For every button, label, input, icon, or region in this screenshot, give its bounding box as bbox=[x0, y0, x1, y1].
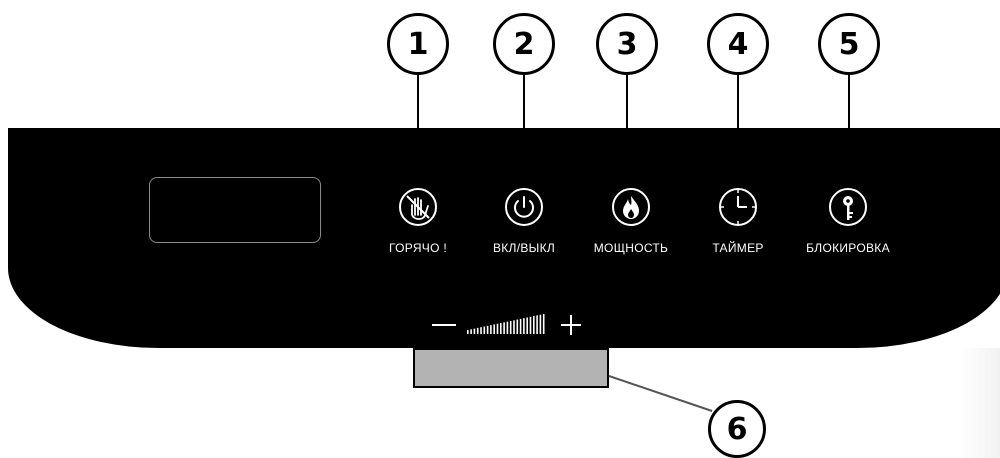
control-label: ТАЙМЕР bbox=[712, 241, 764, 255]
callout-3: 3 bbox=[596, 13, 658, 75]
control-hot-warning: ГОРЯЧО ! bbox=[358, 187, 478, 255]
callout-number: 4 bbox=[727, 26, 749, 62]
leader-line-5 bbox=[848, 75, 850, 173]
slider-bar bbox=[476, 327, 479, 334]
callout-number: 2 bbox=[513, 26, 535, 62]
slider-bar bbox=[519, 318, 522, 334]
grey-section bbox=[413, 348, 609, 388]
callout-number: 1 bbox=[407, 26, 429, 62]
slider-bars[interactable] bbox=[464, 312, 554, 338]
control-label: ВКЛ/ВЫКЛ bbox=[492, 241, 556, 255]
control-lock[interactable]: БЛОКИРОВКА bbox=[788, 187, 908, 255]
leader-line-1 bbox=[417, 75, 419, 173]
slider-bar bbox=[473, 328, 476, 334]
slider-bar bbox=[480, 327, 482, 334]
leader-line-4 bbox=[737, 75, 739, 173]
callout-5: 5 bbox=[818, 13, 880, 75]
slider-bar bbox=[509, 320, 512, 334]
leader-line-2 bbox=[523, 75, 525, 167]
slider-bar bbox=[533, 316, 535, 334]
display-window bbox=[149, 177, 321, 243]
slider-bar bbox=[506, 321, 509, 334]
plus-icon-vertical bbox=[570, 315, 572, 335]
callout-number: 3 bbox=[616, 26, 638, 62]
slider-bar bbox=[529, 316, 532, 334]
callout-1: 1 bbox=[387, 13, 449, 75]
callout-6: 6 bbox=[708, 400, 766, 458]
hot-surface-icon bbox=[399, 188, 437, 226]
slider-bar bbox=[523, 318, 525, 334]
slider-bar bbox=[483, 326, 486, 334]
power-icon[interactable] bbox=[504, 187, 544, 227]
control-power[interactable]: ВКЛ/ВЫКЛ bbox=[464, 187, 584, 255]
control-label: ГОРЯЧО ! bbox=[389, 241, 447, 255]
slider-bar bbox=[493, 324, 495, 334]
slider-bar bbox=[536, 315, 538, 334]
power-slider[interactable] bbox=[430, 312, 590, 338]
slider-bar bbox=[516, 319, 519, 334]
key-icon[interactable] bbox=[828, 187, 868, 227]
flame-icon[interactable] bbox=[611, 187, 651, 227]
clock-icon[interactable] bbox=[718, 187, 758, 227]
control-panel bbox=[8, 128, 1000, 348]
slider-bar bbox=[526, 317, 528, 334]
callout-4: 4 bbox=[707, 13, 769, 75]
slider-bar bbox=[539, 314, 542, 334]
slider-bar bbox=[470, 329, 472, 334]
slider-bar bbox=[500, 323, 502, 334]
minus-icon[interactable] bbox=[432, 324, 456, 326]
slider-bar bbox=[542, 314, 545, 334]
control-power-level[interactable]: МОЩНОСТЬ bbox=[571, 187, 691, 255]
leader-line-3 bbox=[626, 75, 628, 173]
callout-number: 5 bbox=[838, 26, 860, 62]
slider-bar bbox=[503, 322, 505, 334]
slider-bar bbox=[513, 320, 515, 334]
callout-2: 2 bbox=[493, 13, 555, 75]
slider-bar bbox=[486, 325, 489, 334]
slider-bar bbox=[467, 330, 469, 334]
control-label: БЛОКИРОВКА bbox=[806, 241, 890, 255]
slider-bar bbox=[490, 325, 492, 334]
control-label: МОЩНОСТЬ bbox=[593, 241, 669, 255]
slider-bar bbox=[496, 323, 499, 334]
control-timer[interactable]: ТАЙМЕР bbox=[678, 187, 798, 255]
background-edge bbox=[960, 348, 1000, 458]
callout-number: 6 bbox=[726, 411, 748, 447]
